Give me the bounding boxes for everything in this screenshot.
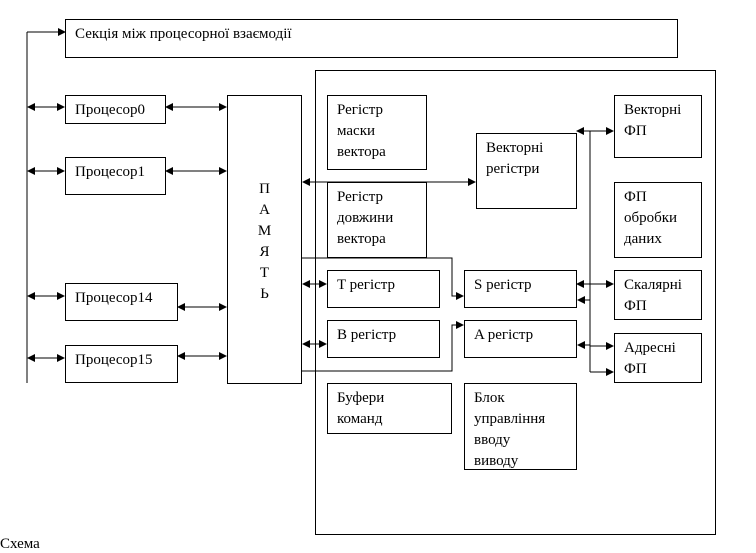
data-fu-label: ФП обробки даних [624, 189, 678, 247]
b-to-a-path [302, 321, 464, 372]
vector-registers-label: Векторні регістри [486, 140, 544, 177]
address-fu-label: Адресні ФП [624, 340, 676, 377]
t-register-label: T регістр [337, 277, 396, 293]
b-register-box: B регістр [327, 320, 440, 358]
processor-box-1: Процесор1 [65, 157, 166, 195]
memory-box: П А М Я Т Ь [227, 95, 302, 384]
io-control-label: Блок управління вводу виводу [474, 390, 546, 469]
processor-label: Процесор0 [75, 102, 146, 118]
memory-letter: Ь [260, 286, 269, 302]
memory-letter: М [257, 223, 272, 239]
data-fu-box: ФП обробки даних [614, 182, 702, 258]
memory-label: П А М Я Т Ь [228, 179, 301, 305]
memory-letter: П [259, 181, 270, 197]
memory-letter: А [259, 202, 270, 218]
processor-label: Процесор1 [75, 164, 146, 180]
vector-fu-label: Векторні ФП [624, 102, 682, 139]
processor-box-0: Процесор0 [65, 95, 166, 124]
scalar-fu-box: Скалярні ФП [614, 270, 702, 320]
processor-label: Процесор15 [75, 352, 153, 368]
caption-fragment: Схема [0, 536, 40, 552]
vector-fu-box: Векторні ФП [614, 95, 702, 158]
mask-register-box: Регістр маски вектора [327, 95, 427, 170]
command-buffers-label: Буфери команд [337, 390, 385, 427]
memory-letter: Я [259, 244, 270, 260]
section-label: Секція між процесорної взаємодії [75, 26, 292, 42]
b-register-label: B регістр [337, 327, 397, 343]
page-number: 7 [384, 0, 392, 4]
processor-frame [315, 70, 716, 535]
memory-letter: Т [259, 265, 270, 281]
inter-processor-section-box: Секція між процесорної взаємодії [65, 19, 678, 58]
io-control-box: Блок управління вводу виводу [464, 383, 577, 470]
t-register-box: T регістр [327, 270, 440, 308]
vector-registers-box: Векторні регістри [476, 133, 577, 209]
scalar-fu-label: Скалярні ФП [624, 277, 682, 314]
processor-box-14: Процесор14 [65, 283, 178, 321]
s-register-label: S регістр [474, 277, 532, 293]
length-register-label: Регістр довжини вектора [337, 189, 394, 247]
a-register-box: A регістр [464, 320, 577, 358]
t-to-s-path [302, 257, 464, 300]
processor-label: Процесор14 [75, 290, 153, 306]
command-buffers-box: Буфери команд [327, 383, 452, 434]
s-register-box: S регістр [464, 270, 577, 308]
mask-register-label: Регістр маски вектора [337, 102, 386, 160]
processor-box-15: Процесор15 [65, 345, 178, 383]
address-fu-box: Адресні ФП [614, 333, 702, 383]
a-register-label: A регістр [474, 327, 534, 343]
length-register-box: Регістр довжини вектора [327, 182, 427, 258]
